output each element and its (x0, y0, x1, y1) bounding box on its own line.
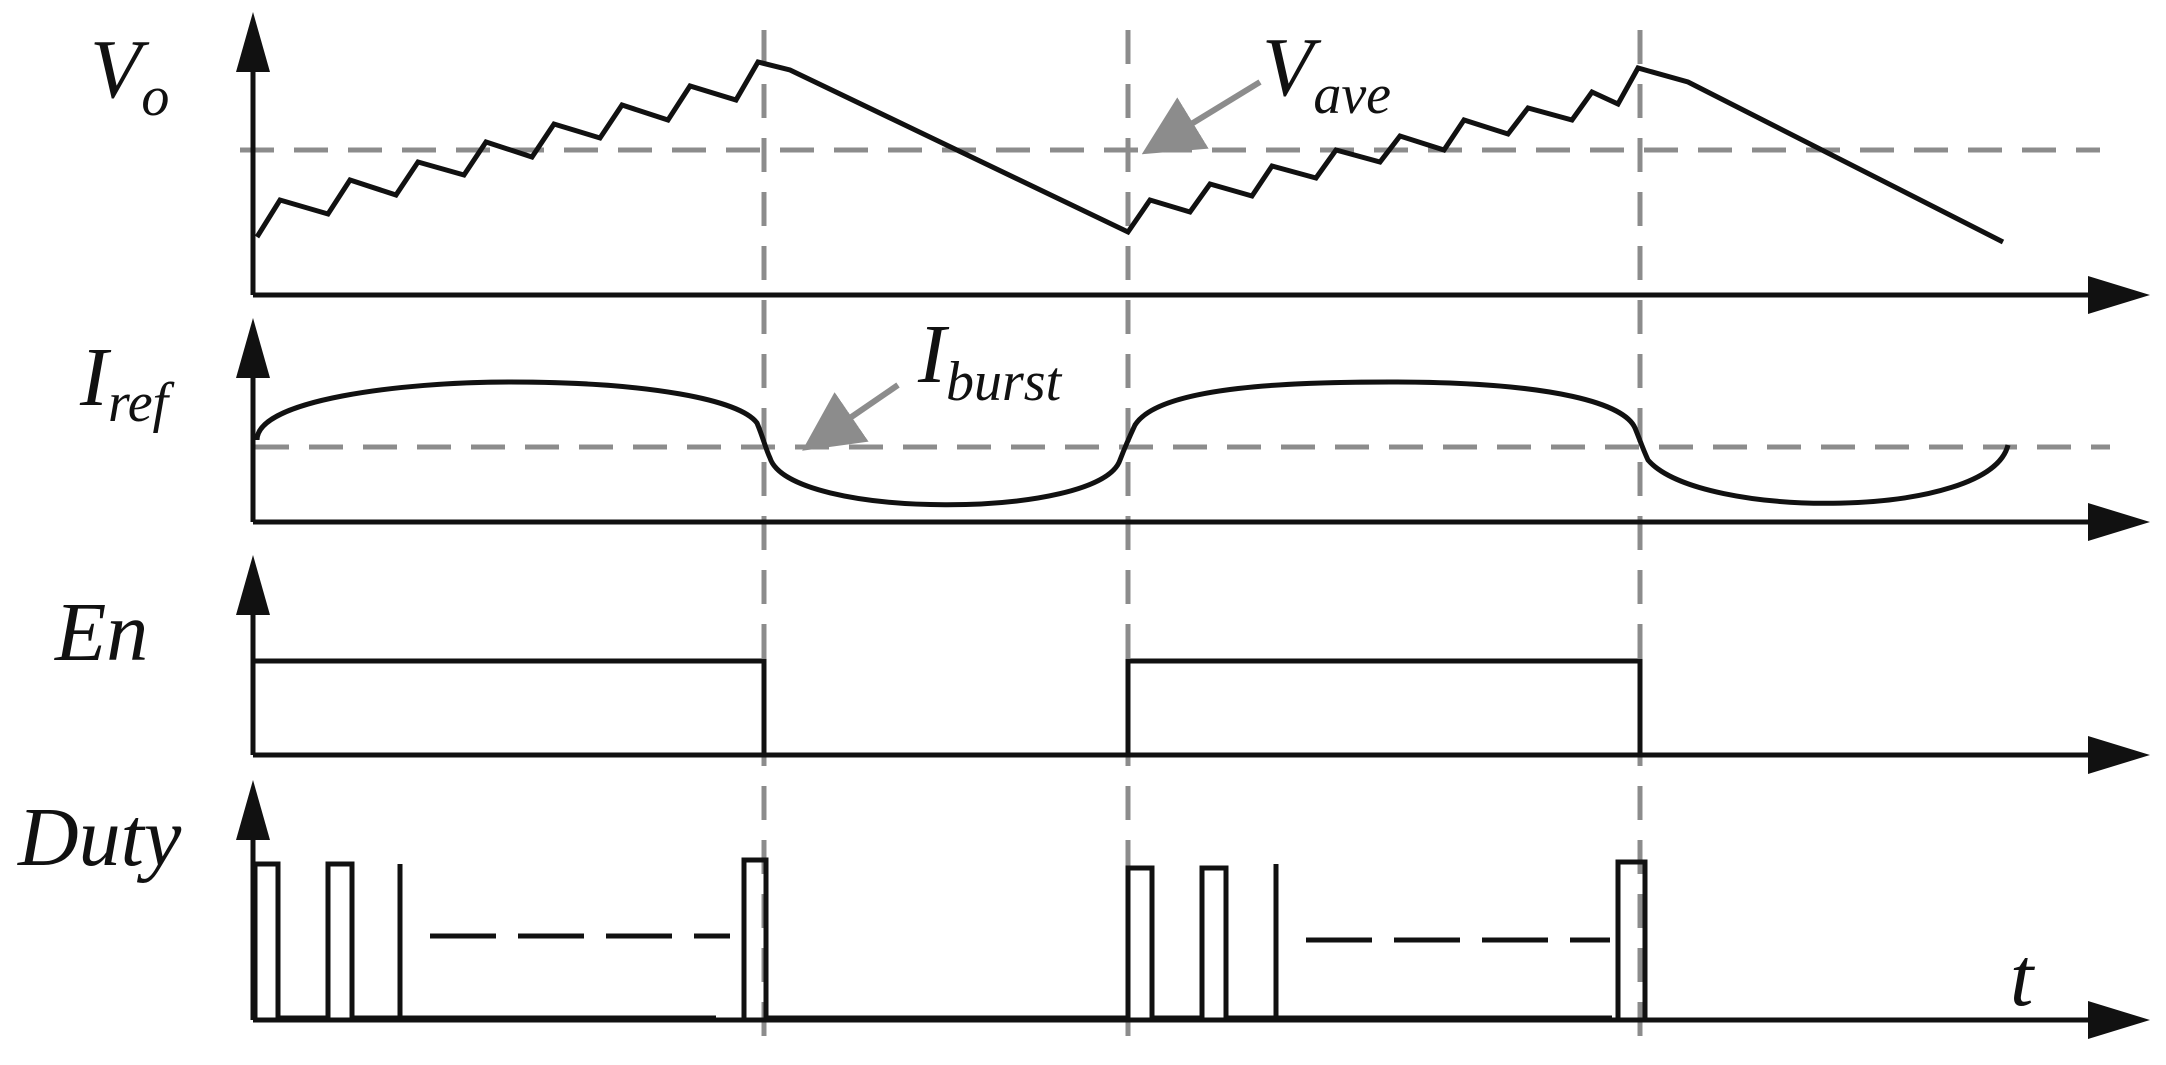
duty-label: Duty (17, 791, 182, 884)
duty-pulses-2 (1125, 864, 1612, 1021)
duty-pulse-end-2 (1615, 859, 1648, 1018)
axes (250, 55, 2100, 1023)
duty-waveform (252, 857, 1648, 1021)
time-axis-label: t (2010, 931, 2036, 1024)
en-waveform (253, 658, 1643, 758)
vo-label: Vo (90, 23, 169, 128)
iburst-label: Iburst (917, 308, 1063, 413)
en-x-arrow (2088, 736, 2150, 774)
duty-pulses-1 (252, 861, 716, 1021)
vo-waveform (254, 59, 2005, 245)
iref-label: Iref (79, 331, 176, 434)
iref-y-arrow (236, 318, 270, 378)
iref-x-arrow (2088, 503, 2150, 541)
vave-label: Vave (1262, 21, 1391, 126)
vave-pointer-arrow (1141, 79, 1262, 155)
vo-y-arrow (236, 12, 270, 72)
duty-pulse-end-1 (741, 857, 1128, 1021)
iref-waveform (254, 379, 2011, 508)
duty-y-arrow (236, 780, 270, 840)
en-y-arrow (236, 555, 270, 615)
duty-x-arrow (2088, 1001, 2150, 1039)
iburst-pointer-arrow (802, 382, 900, 451)
en-label: En (54, 586, 148, 679)
vo-x-arrow (2088, 276, 2150, 314)
axis-arrowheads (236, 12, 2150, 1039)
